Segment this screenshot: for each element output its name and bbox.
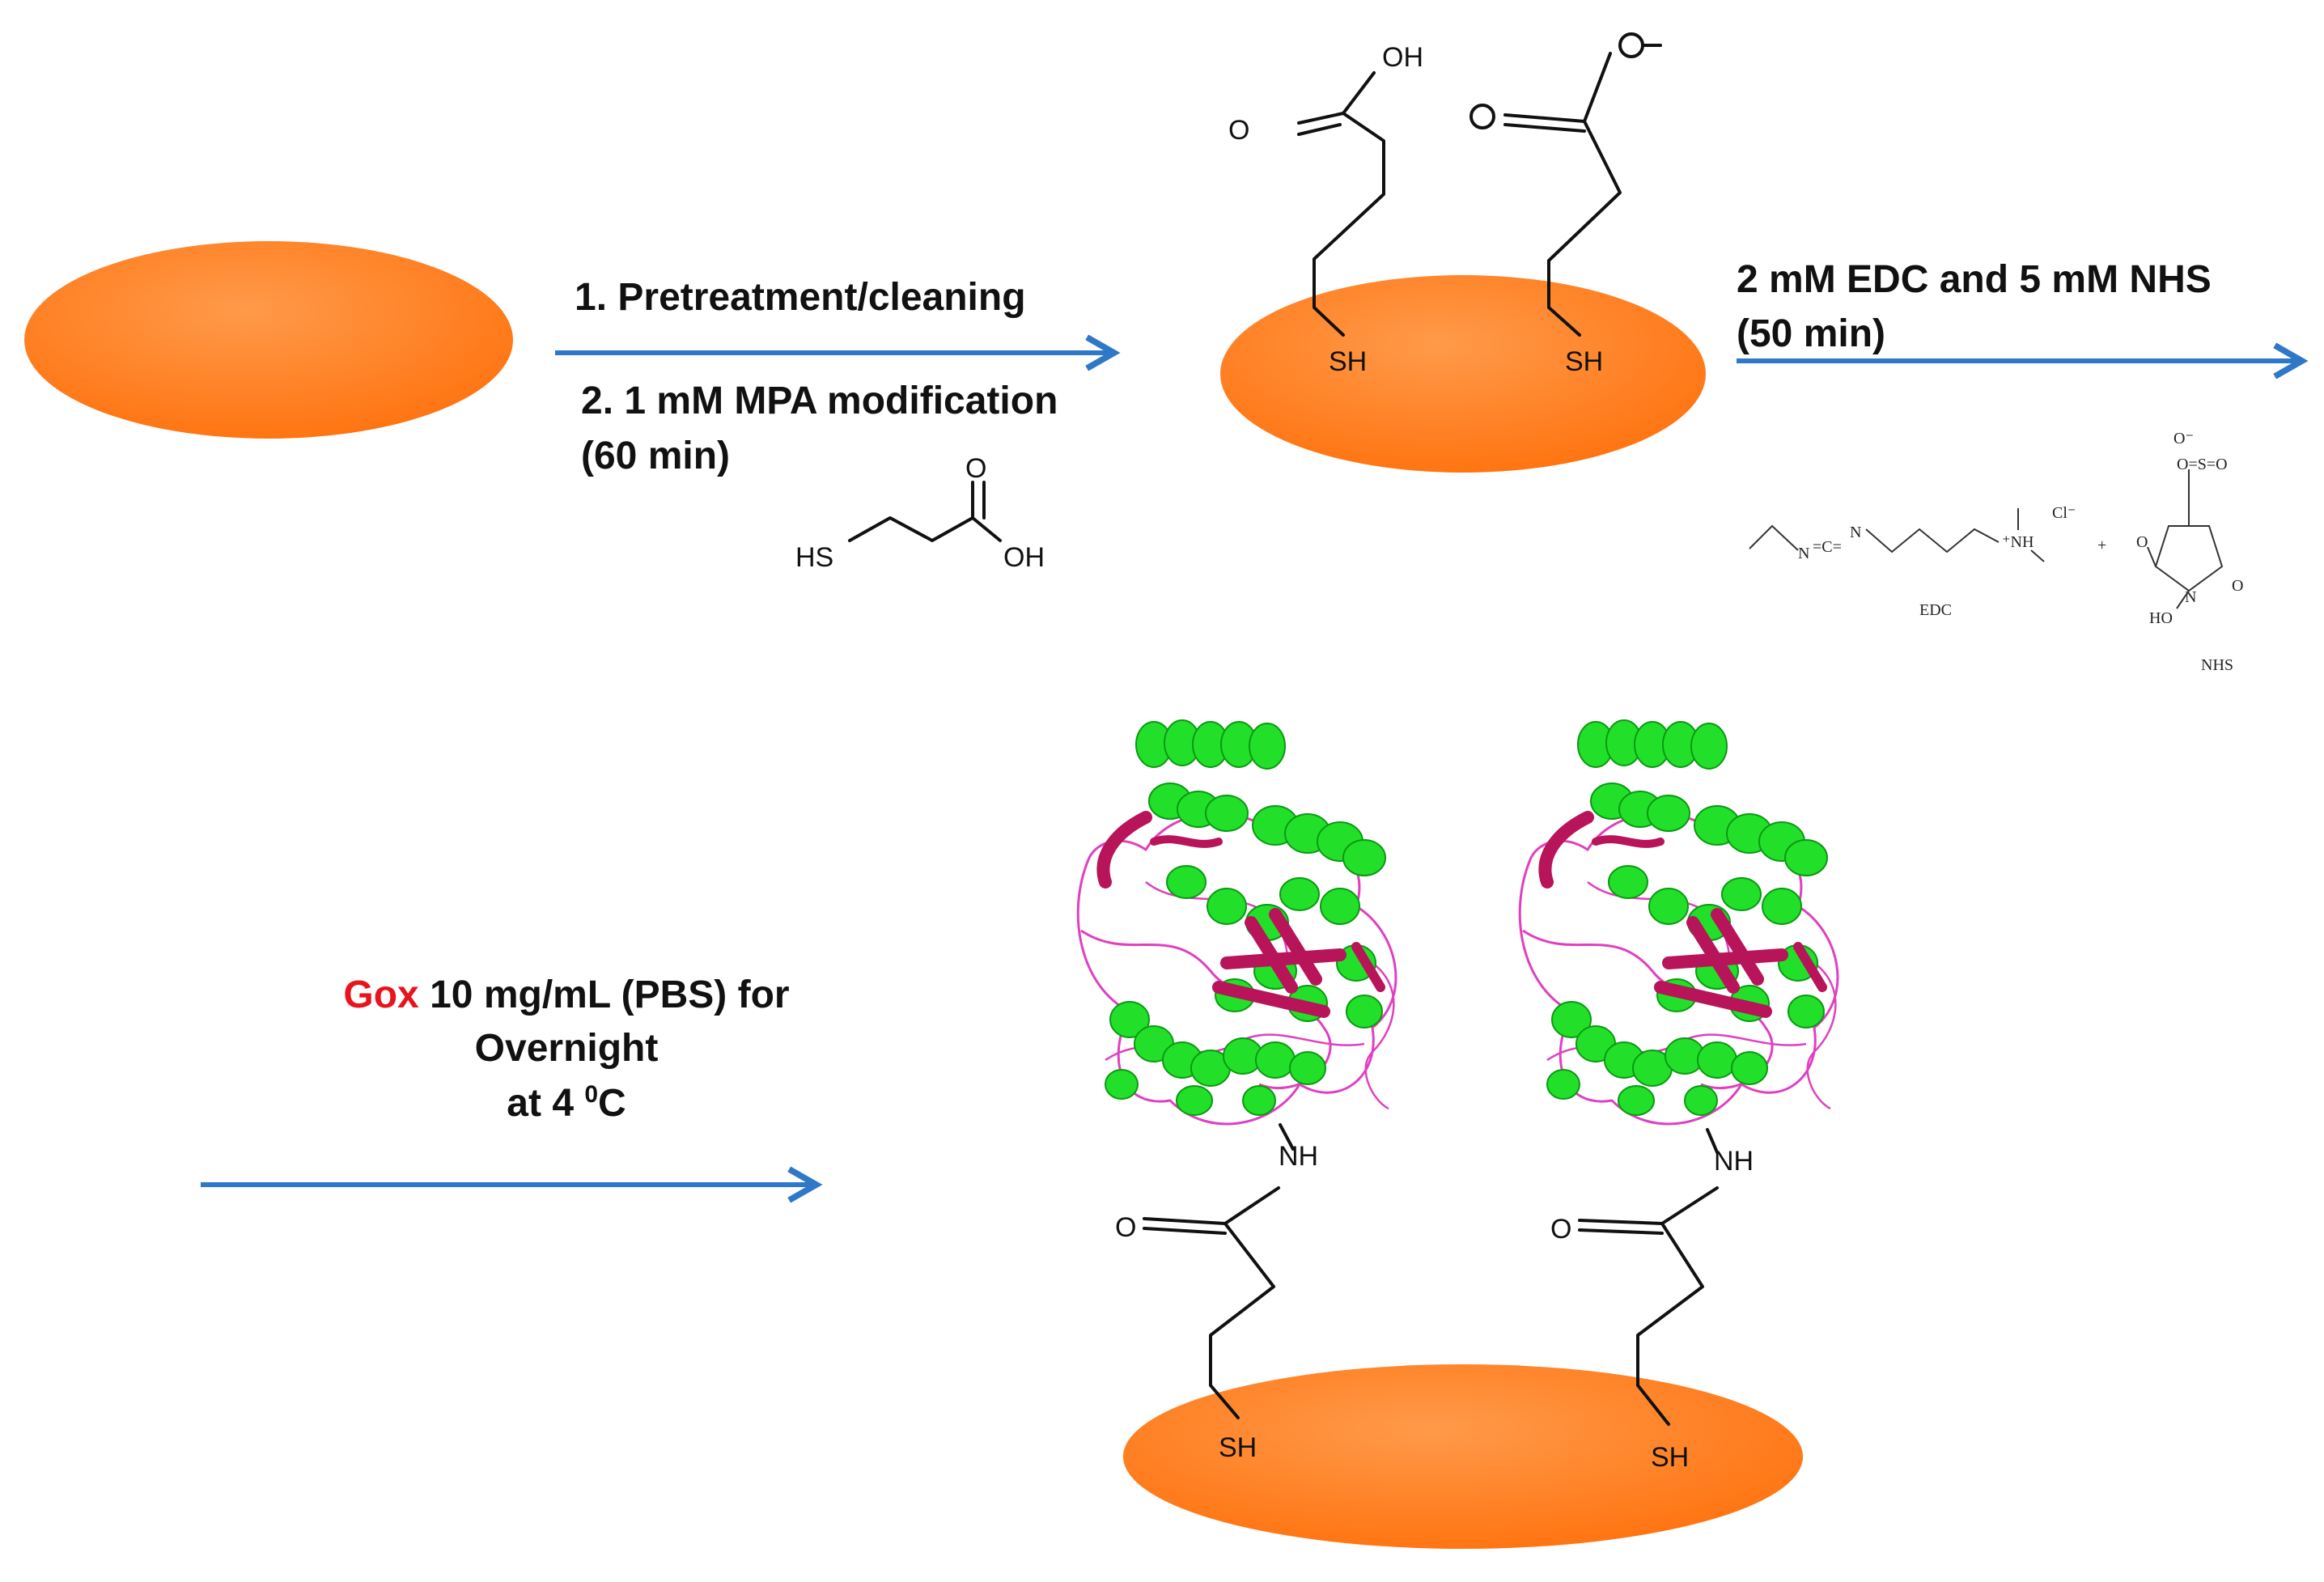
mpa-chain-left: SH O OH: [1228, 42, 1423, 377]
nh-label-2: NH: [1714, 1146, 1754, 1177]
edc-cl-text: Cl⁻: [2052, 504, 2076, 522]
oxygen-atom-2: [1469, 104, 1495, 129]
temp-unit: C: [598, 1082, 626, 1125]
step2-time-label: (50 min): [1737, 312, 1886, 355]
sh-label-2: SH: [1565, 346, 1603, 377]
mpa-hs-text: HS: [795, 542, 833, 573]
gox-protein-right: [1520, 720, 1838, 1124]
nh-label-1: NH: [1279, 1141, 1318, 1172]
oxygen-atom-3: [1618, 32, 1644, 58]
nhs-ho-text: HO: [2149, 609, 2173, 627]
mpa-o-text: O: [965, 453, 986, 484]
edc-n1: N: [1798, 545, 1809, 562]
step1-time-label: (60 min): [581, 435, 731, 477]
mpa-chain-right: SH: [1469, 32, 1662, 377]
mpa-structure: HS O OH: [795, 453, 1045, 573]
gox-conc-text: 10 mg/mL (PBS) for: [418, 973, 790, 1016]
nhs-o1-text: O: [2136, 533, 2148, 551]
mpa-oh-text: OH: [1003, 542, 1045, 573]
temp-degree: 0: [584, 1081, 599, 1108]
sh-label-4: SH: [1651, 1442, 1689, 1473]
mpa-modified-electrode: [1220, 275, 1706, 473]
plus-sign: +: [2097, 537, 2106, 554]
edc-structure: N =C= N ⁺NH Cl⁻ + EDC: [1749, 504, 2106, 619]
step2-edc-nhs-label: 2 mM EDC and 5 mM NHS: [1737, 258, 2212, 301]
step3-overnight-label: Overnight: [474, 1027, 659, 1070]
edc-n2: N: [1850, 524, 1861, 541]
nhs-ominus-text: O⁻: [2173, 430, 2194, 447]
amide-chain-left: NH O SH: [1115, 1123, 1318, 1463]
bare-electrode: [24, 241, 513, 439]
o-label-4: O: [1550, 1214, 1571, 1245]
oh-label-1: OH: [1382, 42, 1423, 73]
gox-protein-left: [1078, 720, 1396, 1124]
step3-temperature-label: at 4 0C: [243, 1081, 890, 1126]
gox-text: Gox: [343, 973, 419, 1016]
nhs-structure: O=S=O O⁻ O N O HO NHS: [2136, 430, 2243, 674]
o-label-1: O: [1228, 115, 1249, 146]
step3-gox-label: Gox 10 mg/mL (PBS) for: [243, 973, 890, 1017]
amide-chain-right: NH O SH: [1550, 1128, 1754, 1473]
edc-c: =C=: [1813, 538, 1842, 556]
o-label-3: O: [1115, 1212, 1136, 1243]
nhs-so3-text: O=S=O: [2177, 456, 2228, 473]
temp-pre: at 4: [507, 1082, 585, 1125]
nhs-o2-text: O: [2232, 577, 2243, 595]
gox-modified-electrode: [1123, 1364, 1803, 1549]
sh-label-3: SH: [1219, 1432, 1257, 1463]
edc-nh-text: ⁺NH: [2002, 533, 2034, 551]
sh-label-1: SH: [1329, 346, 1367, 377]
step1-pretreatment-label: 1. Pretreatment/cleaning: [575, 276, 1026, 319]
nhs-label: NHS: [2201, 656, 2233, 674]
edc-label: EDC: [1919, 601, 1952, 619]
step1-mpa-label: 2. 1 mM MPA modification: [581, 380, 1058, 422]
nhs-n-text: N: [2185, 588, 2196, 606]
